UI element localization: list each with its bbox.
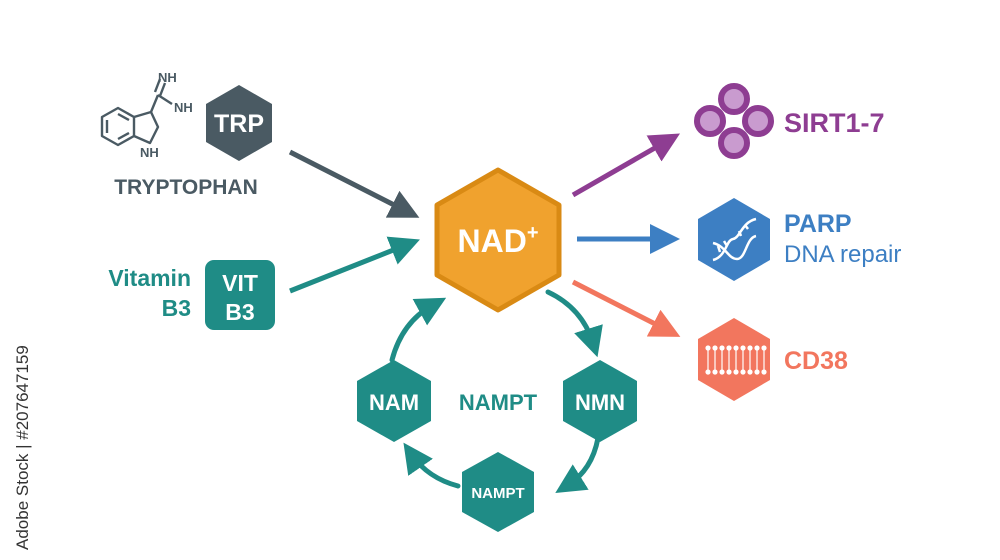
- membrane-icon: [698, 318, 770, 401]
- vit-b3-badge-line1: VIT: [222, 270, 258, 296]
- vitamin-b3-label-line1: Vitamin: [108, 265, 191, 291]
- sirt-label: SIRT1-7: [784, 108, 885, 138]
- parp-sublabel: DNA repair: [784, 241, 901, 268]
- molecule-nh-top: NH: [158, 70, 177, 85]
- tryptophan-label: TRYPTOPHAN: [114, 176, 258, 199]
- arrow-nam-to-nad: [389, 297, 447, 363]
- nampt-center-label: NAMPT: [459, 390, 538, 415]
- nad-node: NAD+: [434, 167, 562, 313]
- arrow-trp-to-nad: [288, 149, 420, 218]
- nampt-node-label: NAMPT: [471, 485, 524, 502]
- nam-label: NAM: [369, 390, 419, 415]
- arrow-nad-to-cd38: [571, 279, 681, 337]
- nad-label: NAD: [457, 223, 526, 259]
- parp-label: PARP: [784, 210, 852, 238]
- svg-text:NAD+: NAD+: [457, 222, 538, 259]
- trp-badge-label: TRP: [214, 110, 264, 138]
- trp-badge: TRP: [206, 85, 272, 161]
- arrow-nad-to-sirt: [571, 133, 681, 198]
- nampt-node: NAMPT: [462, 452, 534, 532]
- arrow-nampt-to-nam: [403, 442, 461, 489]
- vitamin-b3-label-line2: B3: [162, 295, 191, 321]
- stock-id-vertical-text: Adobe Stock | #207647159: [13, 345, 32, 550]
- arrow-nad-to-nmn: [545, 289, 603, 358]
- nad-superscript: +: [527, 222, 539, 244]
- indole-molecule-icon: [100, 78, 173, 147]
- molecule-nh-ring: NH: [140, 145, 159, 160]
- cd38-label: CD38: [784, 347, 848, 375]
- arrow-nmn-to-nampt: [555, 435, 601, 493]
- dna-helix-icon: [698, 198, 770, 281]
- stock-id-text: Adobe Stock | #207647159: [13, 345, 32, 550]
- vit-b3-badge-line2: B3: [225, 299, 254, 325]
- vit-b3-badge: VIT B3: [205, 260, 275, 330]
- four-circles-icon: [694, 83, 774, 159]
- nmn-label: NMN: [575, 390, 625, 415]
- nmn-node: NMN: [563, 360, 637, 442]
- molecule-nh-side: NH: [174, 100, 193, 115]
- nam-node: NAM: [357, 360, 431, 442]
- arrow-vitb3-to-nad: [289, 236, 420, 294]
